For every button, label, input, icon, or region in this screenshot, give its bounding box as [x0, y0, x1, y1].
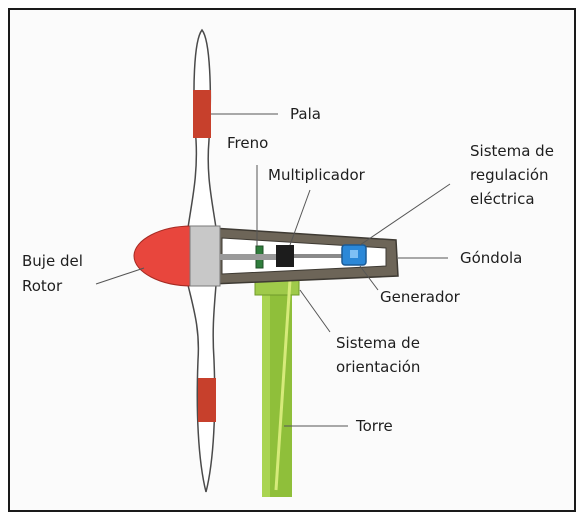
leader-orientacion — [299, 289, 331, 333]
label-regulacion-line1: Sistema de — [470, 142, 554, 160]
label-regulacion-line3: eléctrica — [470, 190, 535, 208]
leader-generador — [359, 265, 379, 291]
label-pala: Pala — [290, 105, 321, 123]
rotor-hub — [133, 225, 193, 287]
generator-detail — [350, 250, 358, 258]
leader-lines — [95, 113, 451, 427]
tower-shade — [262, 292, 270, 497]
label-buje-line2: Rotor — [22, 277, 63, 295]
generator-shaft — [294, 254, 342, 258]
label-multiplicador: Multiplicador — [268, 166, 366, 184]
label-torre: Torre — [355, 417, 393, 435]
main-shaft — [220, 254, 280, 260]
leader-regulacion — [359, 183, 451, 246]
label-freno: Freno — [227, 134, 268, 152]
gearbox — [276, 245, 294, 267]
hub-flange — [189, 225, 221, 287]
label-gondola: Góndola — [460, 249, 522, 267]
label-generador: Generador — [380, 288, 461, 306]
upper-blade-band — [193, 90, 211, 138]
leader-buje — [95, 267, 145, 285]
label-orientacion-line2: orientación — [336, 358, 420, 376]
label-buje-line1: Buje del — [22, 252, 83, 270]
leader-multiplicador — [289, 189, 311, 246]
label-orientacion-line1: Sistema de — [336, 334, 420, 352]
lower-blade-band — [198, 378, 216, 422]
label-regulacion-line2: regulación — [470, 166, 549, 184]
